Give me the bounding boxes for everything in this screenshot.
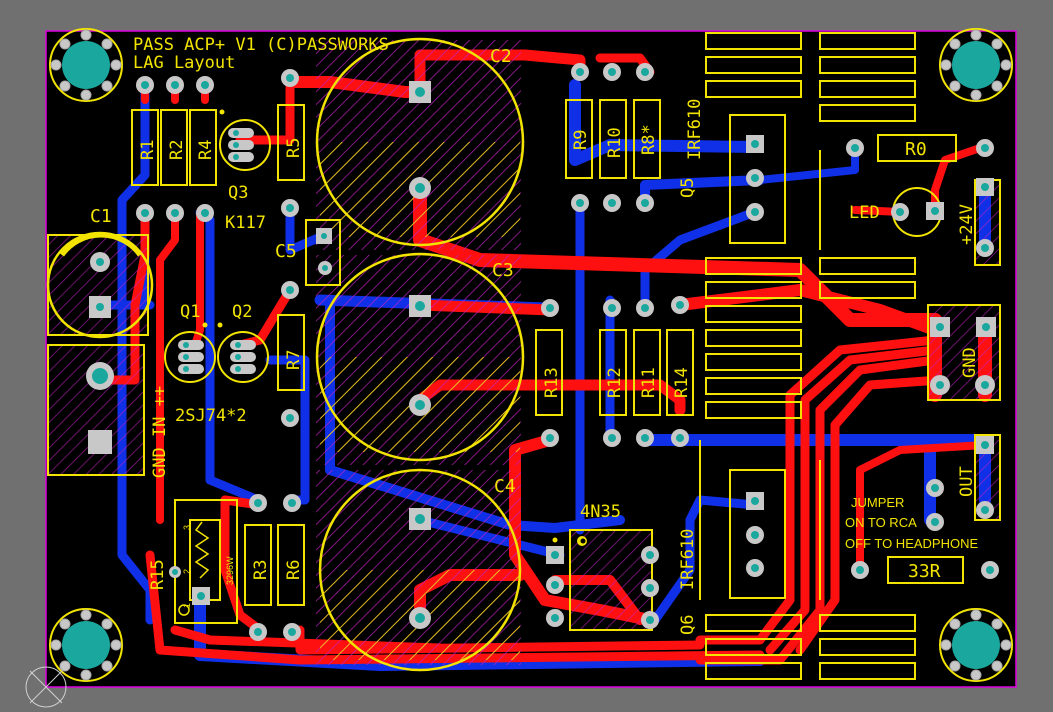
label-irf-q5: IRF610	[685, 99, 705, 160]
silkscreen-text: PASS ACP+ V1 (C)PASSWORKS LAG Layout C2 …	[90, 35, 980, 635]
mounting-hole-top-right	[939, 28, 1013, 102]
label-jumper-2: ON TO RCA	[845, 515, 917, 530]
trimmer-r15	[174, 499, 238, 624]
resistor-r1	[131, 109, 159, 186]
mounting-hole-bottom-right	[939, 608, 1013, 682]
resistor-r9	[565, 99, 593, 179]
label-33r: 33R	[908, 561, 941, 582]
resistor-r33	[887, 556, 964, 584]
label-r8: R8*	[639, 124, 659, 155]
resistor-r5	[277, 104, 305, 181]
label-r9: R9	[571, 130, 591, 150]
label-c5: C5	[275, 241, 297, 262]
label-r5: R5	[284, 138, 304, 158]
label-trimmer: 3296W	[225, 556, 235, 585]
resistor-r14	[666, 329, 694, 416]
label-r3: R3	[251, 560, 271, 580]
resistor-r12	[599, 329, 627, 416]
resistor-r7	[277, 314, 305, 391]
resistor-r2	[160, 109, 188, 186]
label-c3: C3	[492, 260, 514, 281]
transistor-q1	[164, 331, 216, 383]
pads	[86, 63, 999, 641]
resistor-r6	[277, 524, 305, 606]
label-out: OUT	[957, 466, 977, 497]
transistor-q2	[217, 331, 269, 383]
label-c4: C4	[494, 476, 516, 497]
mounting-holes	[49, 28, 1013, 682]
label-trim-pin2: 2	[182, 569, 192, 574]
resistor-r3	[244, 524, 272, 606]
label-trim-pin1: 1	[182, 603, 192, 608]
capacitor-c5	[305, 219, 341, 286]
board-subtitle: LAG Layout	[133, 53, 235, 73]
mounting-hole-top-left	[49, 28, 123, 102]
silkscreen-layer	[46, 32, 1001, 680]
mosfet-q5	[729, 114, 786, 244]
label-r14: R14	[672, 367, 692, 398]
transistor-q3	[219, 119, 271, 171]
label-q1: Q1	[180, 302, 200, 322]
label-r2: R2	[167, 140, 187, 160]
label-trim-pin3: 3	[182, 525, 192, 530]
label-c2: C2	[490, 46, 512, 67]
label-jumper-1: JUMPER	[851, 495, 904, 510]
label-r0: R0	[905, 139, 927, 160]
resistor-r8	[633, 99, 661, 179]
label-r1: R1	[138, 140, 158, 160]
label-r7: R7	[284, 350, 304, 370]
label-c1: C1	[90, 206, 112, 227]
mosfet-q6	[729, 469, 786, 599]
resistor-r11	[633, 329, 661, 416]
label-jumper-3: OFF TO HEADPHONE	[845, 536, 978, 551]
label-opto: 4N35	[580, 502, 621, 522]
resistor-r10	[599, 99, 627, 179]
label-q5: Q5	[678, 178, 698, 198]
label-led: LED	[849, 203, 880, 223]
resistor-r0	[877, 134, 957, 162]
label-r4: R4	[196, 140, 216, 160]
label-r6: R6	[284, 560, 304, 580]
label-q3: Q3	[228, 183, 248, 203]
origin-marker-icon	[25, 666, 67, 708]
label-24v: +24V	[957, 204, 977, 245]
label-k117: K117	[225, 213, 266, 233]
mounting-hole-bottom-left	[49, 608, 123, 682]
label-r10: R10	[605, 127, 625, 158]
label-irf-q6: IRF610	[678, 529, 698, 590]
label-r12: R12	[605, 367, 625, 398]
label-r11: R11	[639, 367, 659, 398]
label-r13: R13	[542, 367, 562, 398]
label-q6: Q6	[678, 615, 698, 635]
resistor-r4	[189, 109, 217, 186]
resistor-r13	[535, 329, 563, 416]
label-r15: R15	[148, 559, 168, 590]
label-jfet-pair: 2SJ74*2	[175, 406, 247, 426]
label-gnd: GND	[960, 347, 980, 378]
label-gnd-in: GND IN ++	[150, 386, 170, 478]
board-title: PASS ACP+ V1 (C)PASSWORKS	[133, 35, 389, 55]
label-q2: Q2	[232, 302, 252, 322]
